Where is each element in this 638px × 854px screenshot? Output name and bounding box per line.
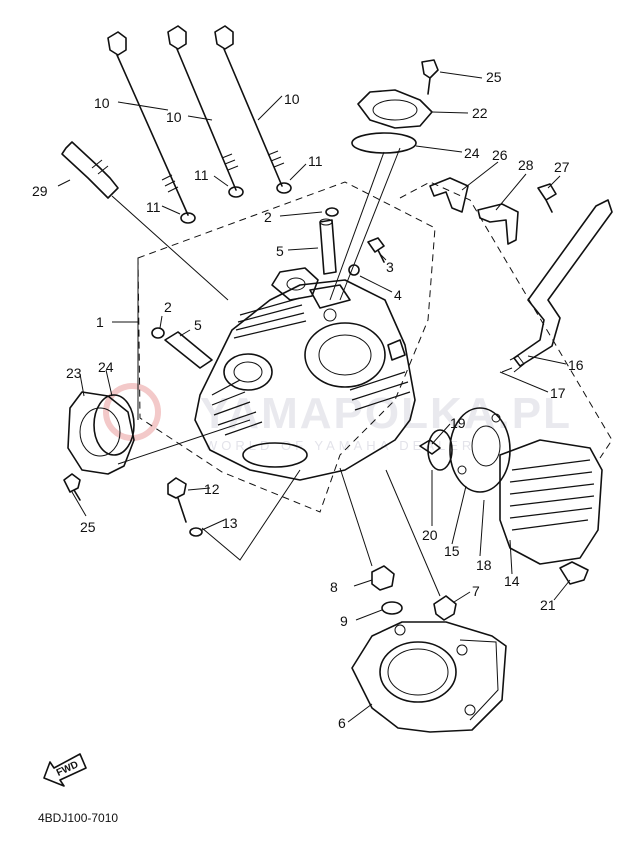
small-parts <box>151 207 457 621</box>
callout-15: 15 <box>444 543 460 559</box>
callout-9: 9 <box>340 613 348 629</box>
callout-12: 12 <box>204 481 220 497</box>
oring-24-top <box>351 132 417 154</box>
callout-16: 16 <box>568 357 584 373</box>
stud-12 <box>167 477 187 523</box>
callout-5-top: 5 <box>276 243 284 259</box>
callout-24-side: 24 <box>98 359 114 375</box>
callout-18: 18 <box>476 557 492 573</box>
callout-17: 17 <box>550 385 566 401</box>
callout-27: 27 <box>554 159 570 175</box>
screw-3 <box>367 237 385 263</box>
washer-right <box>276 182 292 194</box>
callout-11-mid: 11 <box>194 167 209 183</box>
callout-2-top: 2 <box>264 209 272 225</box>
callout-24-top: 24 <box>464 145 480 161</box>
washer-13 <box>189 527 203 537</box>
plate-20 <box>427 429 453 471</box>
side-cover <box>63 391 135 501</box>
diagram-code: 4BDJ100-7010 <box>38 811 118 825</box>
dowel-2-left <box>151 327 165 339</box>
callout-22: 22 <box>472 105 488 121</box>
bolt-21 <box>559 561 589 585</box>
dowel-2-top <box>325 207 339 217</box>
gasket-24-side <box>93 394 135 456</box>
watermark-subtext: WORLD OF YAMAHA DEALER <box>205 438 475 453</box>
callout-11-right: 11 <box>308 153 323 169</box>
callout-6: 6 <box>338 715 346 731</box>
callout-26: 26 <box>492 147 508 163</box>
callout-29: 29 <box>32 183 48 199</box>
washer-9 <box>381 601 403 615</box>
oring-8 <box>371 565 395 591</box>
assembly-boundary <box>137 181 436 513</box>
cylinder-head <box>194 267 416 481</box>
gasket-15 <box>449 407 511 493</box>
leader-lines <box>57 71 571 723</box>
callout-25-top: 25 <box>486 69 502 85</box>
callout-10-mid: 10 <box>166 109 182 125</box>
washer-mid <box>228 186 244 198</box>
tappet-cover <box>351 59 439 154</box>
callout-23: 23 <box>66 365 82 381</box>
fwd-arrow: FWD <box>43 753 87 787</box>
callout-10-right: 10 <box>284 91 300 107</box>
head-bolt-mid <box>167 25 237 191</box>
head-gasket <box>351 621 507 733</box>
washer-left <box>180 212 196 224</box>
callout-7: 7 <box>472 583 480 599</box>
callout-10-left: 10 <box>94 95 110 111</box>
callouts: 10 10 10 11 11 11 2 5 3 4 1 2 5 29 25 22… <box>32 69 584 731</box>
callout-19: 19 <box>450 415 466 431</box>
callout-25-side: 25 <box>80 519 96 535</box>
bolt-19 <box>419 439 441 455</box>
callout-1: 1 <box>96 314 104 330</box>
callout-8: 8 <box>330 579 338 595</box>
head-cover <box>419 407 603 585</box>
callout-14: 14 <box>504 573 520 589</box>
breather-assembly <box>429 177 613 373</box>
watermark-text: YAMAPOLKA.PL <box>200 389 572 438</box>
callout-11-left: 11 <box>146 199 161 215</box>
head-bolt-right <box>214 25 283 187</box>
callout-5-left: 5 <box>194 317 202 333</box>
guide-5-top <box>319 219 337 275</box>
bolt-25-side <box>63 473 81 501</box>
watermark: YAMAPOLKA.PL WORLD OF YAMAHA DEALER <box>103 383 572 453</box>
callout-13: 13 <box>222 515 238 531</box>
callout-4: 4 <box>394 287 402 303</box>
callout-3: 3 <box>386 259 394 275</box>
callout-2-left: 2 <box>164 299 172 315</box>
spark-plug <box>61 141 229 301</box>
callout-20: 20 <box>422 527 438 543</box>
callout-21: 21 <box>540 597 556 613</box>
head-bolts <box>107 25 292 224</box>
dowel-7 <box>433 595 457 621</box>
guide-5-left <box>164 331 213 369</box>
callout-28: 28 <box>518 157 534 173</box>
cover-boundary <box>399 181 613 459</box>
